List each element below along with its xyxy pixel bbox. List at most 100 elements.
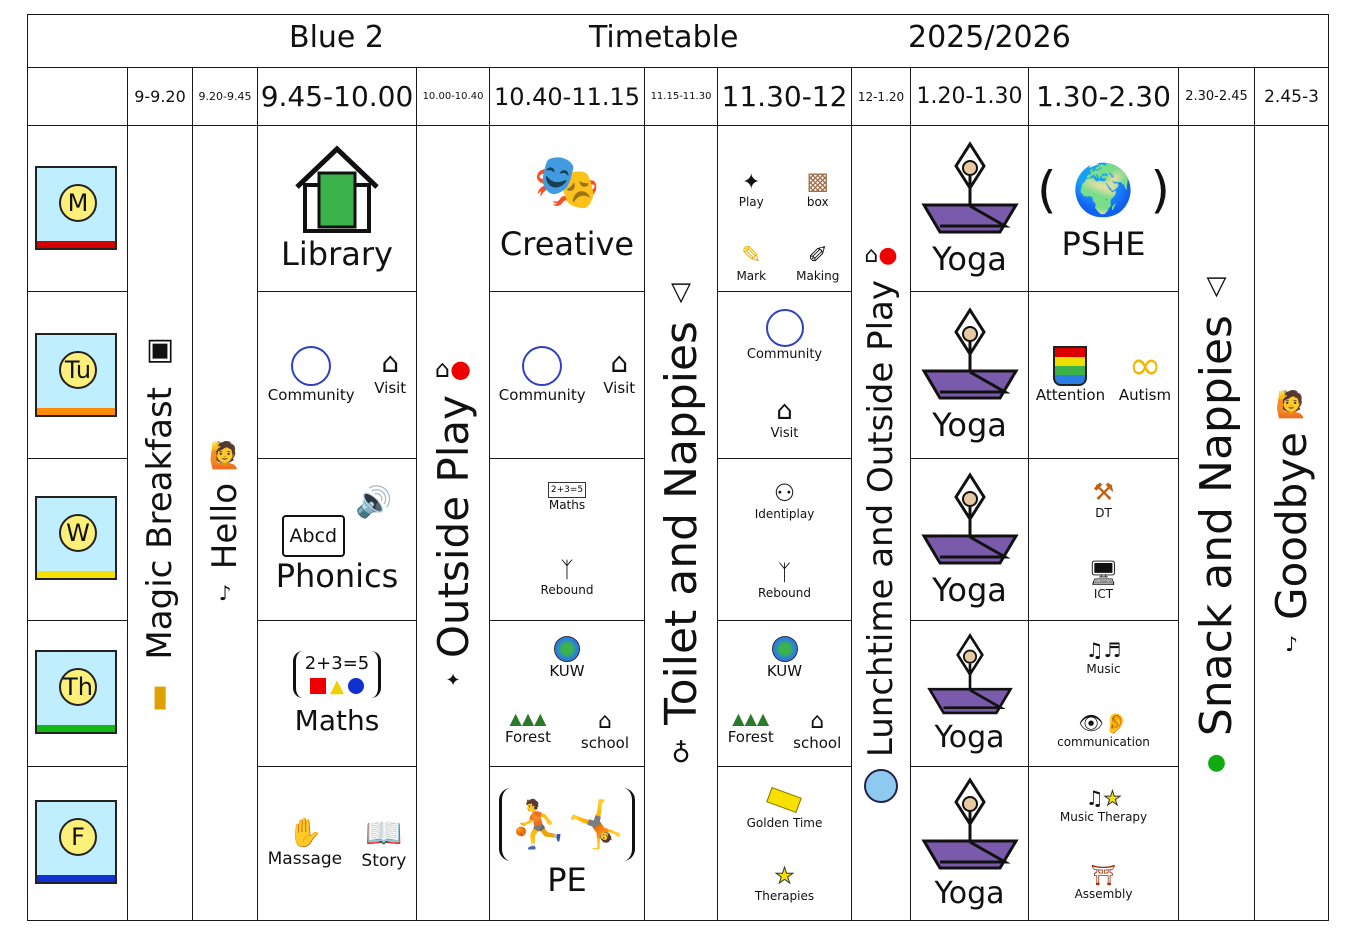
thursday-yoga-cell: Yoga — [910, 620, 1029, 767]
monday-play-cell: ✦Play ▩box ✎Mark ✐Making — [717, 125, 852, 292]
computer-icon: 🖥 — [1088, 558, 1119, 587]
star-hand-icon: ★ — [774, 864, 795, 890]
friday-yoga-cell: Yoga — [910, 766, 1029, 921]
music-star-icon: ♫★ — [1085, 786, 1122, 811]
school-icon: ⌂ — [810, 708, 825, 734]
title-bar — [27, 14, 1329, 68]
lunchtime-label: Lunchtime and Outside Play — [861, 279, 901, 758]
tools-icon: ⚒ — [1092, 478, 1115, 507]
autism-infinity-icon: ∞ — [1128, 343, 1162, 389]
timetable-title: Timetable — [589, 20, 739, 55]
activity-label: box — [806, 194, 829, 209]
class-name: Blue 2 — [289, 20, 385, 55]
activity-label: Visit — [374, 379, 407, 397]
friday-music-therapy-cell: ♫★Music Therapy ⛩Assembly — [1028, 766, 1179, 921]
cereal-icon: ▮ — [151, 679, 169, 715]
activity-label: KUW — [766, 661, 803, 680]
yoga-icon — [920, 140, 1019, 233]
community-icon — [522, 346, 563, 386]
visit-icon: ⌂ — [776, 396, 793, 426]
wednesday-phonics-cell: Abcd 🔊 Phonics — [257, 458, 417, 621]
speaking-icon: ♪ — [218, 581, 232, 606]
rebound-icon: ᛉ — [560, 558, 574, 583]
forest-icon: ▲▲▲ — [509, 708, 547, 728]
toilet-column: ▽ Toilet and Nappies ♁ — [644, 125, 718, 921]
tuesday-community-cell: Community ⌂Visit — [257, 291, 417, 459]
time-header: 2.45-3 — [1254, 67, 1329, 126]
hello-label: Hello — [205, 482, 245, 570]
box-icon: ▩ — [806, 166, 830, 195]
thursday-kuw-cell: KUW ▲▲▲Forest ⌂school — [489, 620, 645, 767]
outside-play-label: Outside Play — [428, 394, 478, 659]
monday-creative-cell: 🎭 Creative — [489, 125, 645, 292]
goodbye-label: Goodbye — [1267, 432, 1316, 620]
activity-label: Music — [1086, 662, 1121, 677]
yoga-icon — [926, 633, 1013, 715]
activity-label: Therapies — [754, 889, 815, 903]
speaker-icon: 🔊 — [355, 484, 393, 520]
school-icon: ⌂ — [597, 708, 612, 734]
activity-label: Music Therapy — [1059, 810, 1148, 825]
community-icon — [291, 346, 332, 386]
activity-label: Rebound — [758, 586, 811, 600]
school-year: 2025/2026 — [908, 20, 1071, 55]
music-notes-icon: ♫♬ — [1085, 638, 1122, 663]
wednesday-dt-cell: ⚒DT 🖥ICT — [1028, 458, 1179, 621]
friday-sun-icon: F — [35, 800, 117, 884]
activity-label: Yoga — [932, 239, 1007, 278]
toaster-icon: ▣ — [145, 331, 175, 367]
activity-label: Mark — [736, 269, 767, 283]
time-header: 11.30-12 — [717, 67, 852, 126]
activity-label: communication — [1057, 734, 1150, 749]
rebound-icon: ᛉ — [777, 561, 792, 586]
time-header: 12-1.20 — [851, 67, 911, 126]
activity-label: Autism — [1118, 386, 1172, 404]
play-icon: ✦ — [445, 670, 461, 692]
activity-label: Rebound — [540, 583, 594, 597]
activity-label: Identiplay — [754, 507, 815, 521]
monday-library-cell: Library — [257, 125, 417, 292]
time-header: 10.40-11.15 — [489, 67, 645, 126]
abcd-card-icon: Abcd — [281, 514, 346, 557]
activity-label: ICT — [1093, 586, 1114, 601]
nappy-icon: ▽ — [1206, 270, 1227, 301]
tuesday-sun-icon: Tu — [35, 333, 117, 417]
activity-label: Maths — [548, 498, 586, 512]
activity-label: Play — [738, 194, 764, 209]
assembly-icon: ⛩ — [1090, 862, 1117, 887]
time-header: 9.20-9.45 — [192, 67, 258, 126]
magic-breakfast-label: Magic Breakfast — [140, 386, 180, 660]
creative-arts-icon: 🎭 — [533, 149, 601, 213]
time-header: 9-9.20 — [127, 67, 193, 126]
activity-label: Community — [746, 347, 823, 362]
book-icon: 📖 — [365, 816, 403, 851]
house-outside-icon: ⌂● — [864, 242, 898, 268]
activity-label: Community — [498, 386, 586, 404]
activity-label: Forest — [504, 727, 551, 746]
activity-label: Yoga — [932, 406, 1007, 444]
wednesday-yoga-cell: Yoga — [910, 458, 1029, 621]
hello-column: 🙋 Hello ♪ — [192, 125, 258, 921]
tuesday-yoga-cell: Yoga — [910, 291, 1029, 459]
activity-label: PE — [547, 861, 587, 900]
visit-icon: ⌂ — [610, 346, 629, 379]
activity-label: Story — [361, 851, 407, 871]
time-header: 1.30-2.30 — [1028, 67, 1179, 126]
time-header: 11.15-11.30 — [644, 67, 718, 126]
globe-icon — [771, 635, 798, 662]
outside-play-column: ⌂● Outside Play ✦ — [416, 125, 490, 921]
snack-column: ▽ Snack and Nappies ● — [1178, 125, 1255, 921]
community-icon — [765, 309, 804, 347]
activity-label: Creative — [499, 224, 635, 263]
yoga-icon — [920, 471, 1019, 564]
thursday-kuw-cell: KUW ▲▲▲Forest ⌂school — [717, 620, 852, 767]
massage-hands-icon: ✋ — [287, 816, 323, 849]
speaking-icon: ♪ — [1285, 631, 1298, 656]
library-icon — [295, 145, 379, 233]
time-header: 1.20-1.30 — [910, 67, 1029, 126]
gold-bar-clock-icon — [766, 787, 803, 813]
activity-label: Phonics — [275, 556, 399, 595]
pshe-icon: ( 🌍 ) — [1036, 160, 1171, 219]
